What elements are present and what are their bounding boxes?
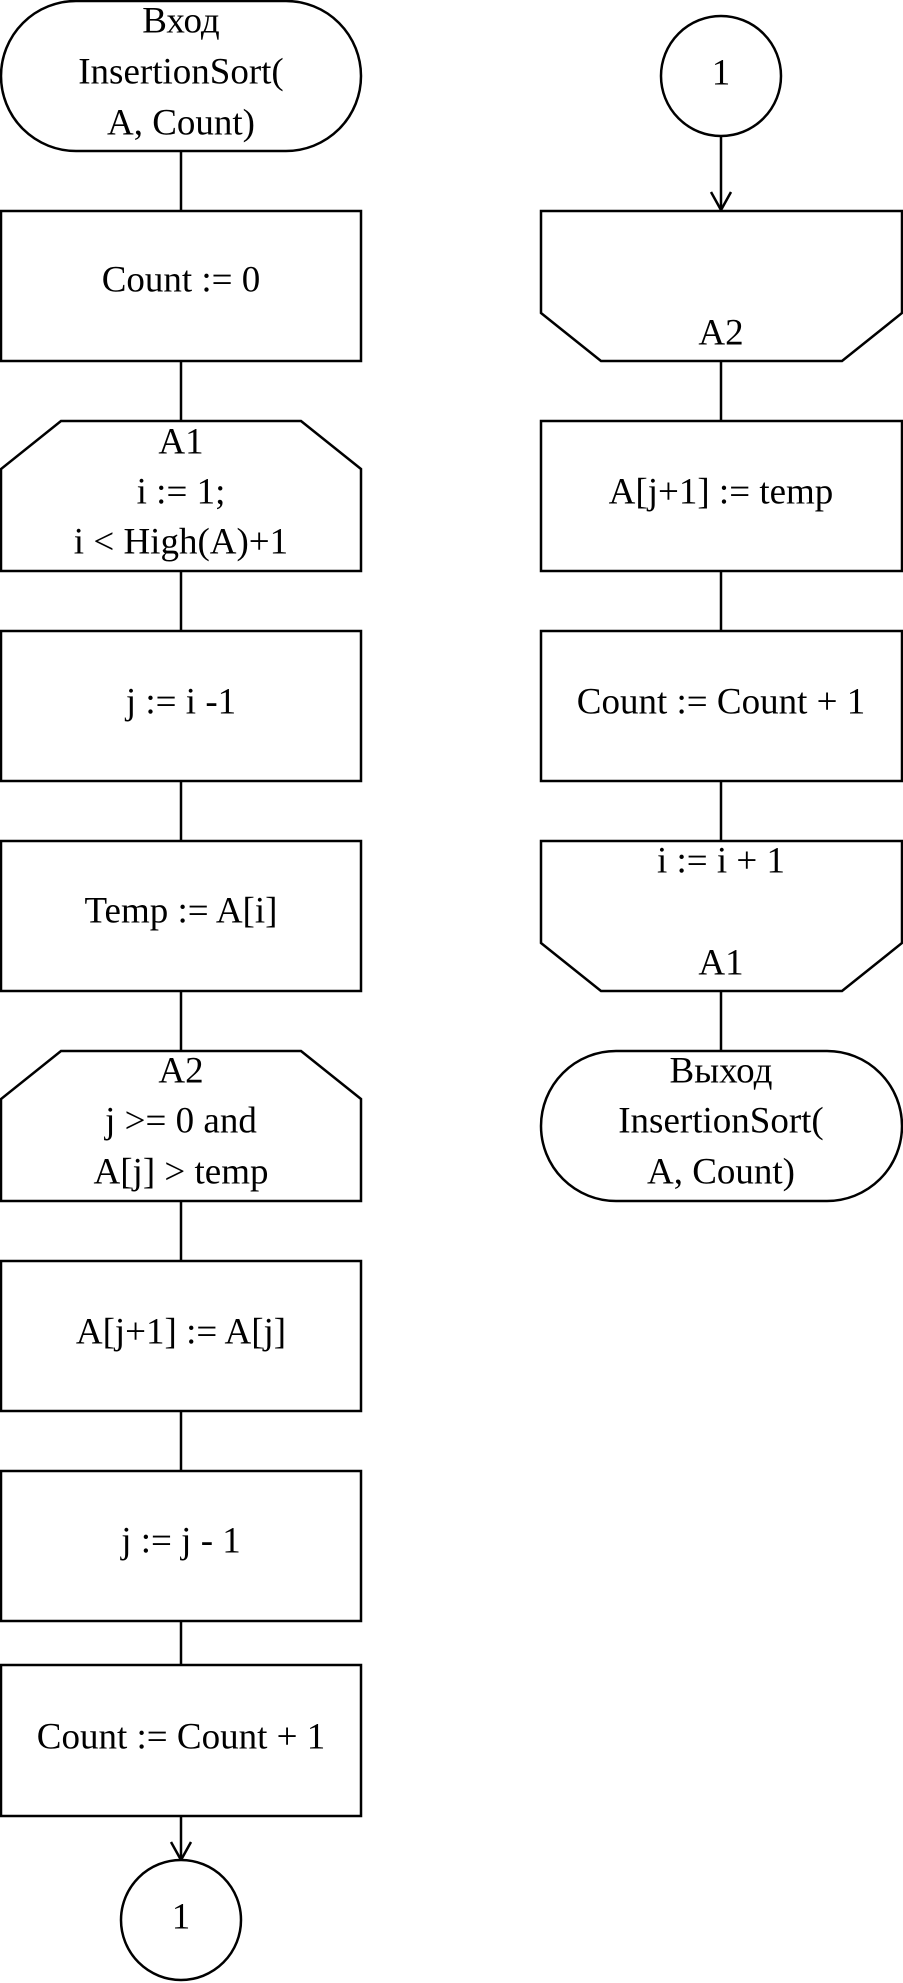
loop-a1-end-increment: i := i + 1 (657, 840, 785, 881)
process-label: Temp := A[i] (85, 890, 278, 931)
process-decrement-j: j := j - 1 (0, 1469, 363, 1623)
loop-a1-condition: i < High(A)+1 (74, 521, 288, 562)
process-label: j := i -1 (124, 681, 236, 722)
loop-a2-condition-line-1: j >= 0 and (103, 1100, 257, 1141)
start-terminal: Вход InsertionSort( A, Count) (0, 0, 363, 153)
start-line-2: InsertionSort( (78, 51, 284, 92)
end-line-3: A, Count) (647, 1151, 795, 1192)
loop-a2-condition-line-2: A[j] > temp (94, 1151, 269, 1192)
loop-a1-name: A1 (158, 421, 203, 462)
process-label: A[j+1] := A[j] (76, 1311, 286, 1352)
process-label: Count := 0 (102, 259, 261, 300)
process-label: Count := Count + 1 (577, 681, 865, 722)
process-assign-temp: Temp := A[i] (0, 839, 363, 993)
process-increment-count-outer: Count := Count + 1 (539, 629, 903, 783)
loop-a2-name: A2 (158, 1050, 203, 1091)
process-label: A[j+1] := temp (609, 471, 834, 512)
process-label: j := j - 1 (119, 1520, 241, 1561)
loop-a1-start: A1 i := 1; i < High(A)+1 (0, 419, 363, 573)
off-page-connector-in: 1 (659, 14, 783, 138)
start-line-3: A, Count) (107, 102, 255, 143)
connector-label: 1 (172, 1896, 191, 1937)
end-terminal: Выход InsertionSort( A, Count) (539, 1049, 903, 1203)
process-label: Count := Count + 1 (37, 1716, 325, 1757)
loop-a1-end: i := i + 1 A1 (539, 839, 903, 993)
loop-a2-start: A2 j >= 0 and A[j] > temp (0, 1049, 363, 1203)
connector-label: 1 (712, 52, 731, 93)
end-line-2: InsertionSort( (618, 1100, 824, 1141)
start-line-1: Вход (142, 0, 220, 41)
loop-a2-end: A2 (539, 209, 903, 363)
off-page-connector-out: 1 (119, 1858, 243, 1982)
process-increment-count-inner: Count := Count + 1 (0, 1663, 363, 1818)
process-assign-j: j := i -1 (0, 629, 363, 783)
end-line-1: Выход (670, 1050, 773, 1091)
loop-a1-init: i := 1; (137, 471, 226, 512)
loop-a1-end-name: A1 (698, 942, 743, 983)
process-init-count: Count := 0 (0, 209, 363, 363)
loop-a2-end-name: A2 (698, 312, 743, 353)
process-shift-element: A[j+1] := A[j] (0, 1259, 363, 1413)
process-insert-temp: A[j+1] := temp (539, 419, 903, 573)
